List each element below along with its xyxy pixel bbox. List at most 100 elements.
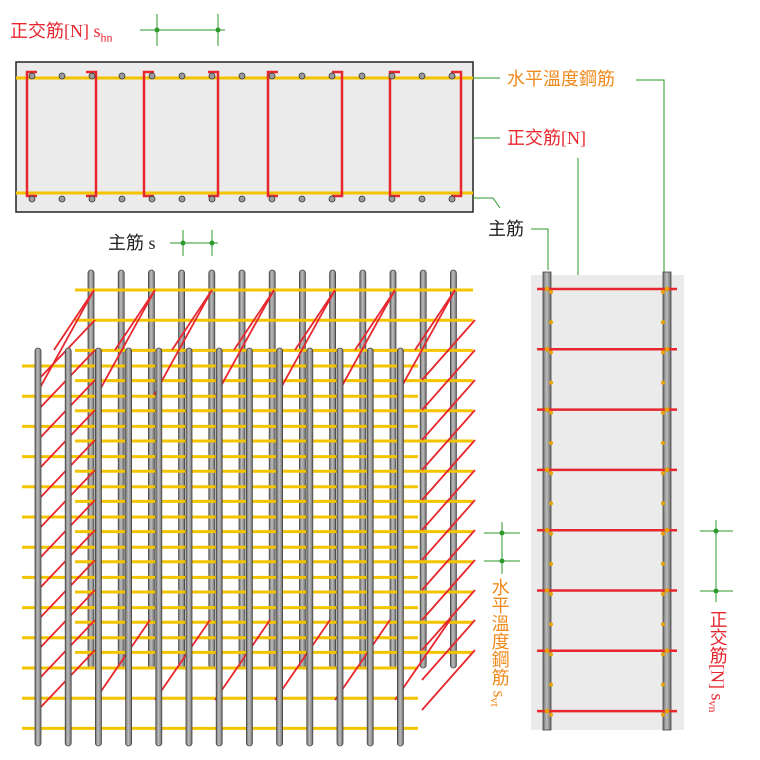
plan-dot-top [238, 72, 246, 80]
plan-hook-right [332, 70, 344, 198]
plan-dot-bottom [208, 195, 216, 203]
iso-ortho-diagonal [421, 559, 476, 621]
plan-dot-top [58, 72, 66, 80]
plan-dot-bottom [28, 195, 36, 203]
section-temp-dot [661, 622, 665, 627]
section-temp-dot [549, 682, 553, 687]
isometric-cage [22, 269, 476, 747]
section-ortho-end-dot [664, 708, 670, 714]
iso-ortho-diagonal [114, 289, 156, 351]
section-temp-dot [549, 561, 553, 566]
iso-ortho-diagonal [421, 319, 476, 381]
iso-ortho-diagonal [35, 289, 95, 396]
section-view [531, 271, 684, 731]
section-temp-dot [549, 441, 553, 445]
plan-dot-top [448, 72, 456, 80]
section-temp-dot [661, 501, 665, 506]
section-temp-dot [661, 561, 665, 566]
iso-front-bar [336, 347, 344, 747]
section-temp-dot [549, 471, 553, 476]
iso-front-bar [95, 347, 102, 747]
iso-ortho-diagonals [35, 289, 476, 711]
plan-dot-bottom [118, 195, 126, 203]
section-ortho-end-dot [664, 286, 670, 292]
shn-dimension [140, 14, 225, 46]
section-temp-dot [549, 652, 553, 657]
iso-ortho-diagonal [274, 619, 331, 701]
plan-dot-bottom [448, 195, 456, 203]
plan-dot-bottom [238, 195, 246, 203]
plan-dot-top [358, 72, 366, 80]
plan-dot-top [388, 72, 396, 80]
section-temp-dot [661, 531, 665, 536]
plan-dot-top [178, 72, 186, 80]
plan-hook-left [142, 70, 154, 198]
iso-back-bar [449, 269, 457, 669]
iso-front-main-bars [34, 347, 404, 747]
temp-spacing-vertical-label: 水平溫度鋼筋 svt [488, 578, 510, 707]
section-ortho-end-dot [544, 407, 550, 412]
iso-front-bar [215, 347, 223, 747]
iso-ortho-diagonal [171, 289, 213, 351]
plan-dot-bottom [328, 195, 336, 203]
ortho-spacing-h-label: 正交筋[N] shn [10, 21, 113, 45]
plan-dot-top [118, 72, 126, 80]
section-temp-dots [549, 290, 665, 717]
main-rebar-label: 主筋 [488, 219, 524, 239]
section-ortho-end-dot [544, 286, 550, 292]
plan-hook-right [451, 70, 463, 198]
iso-ortho-diagonal [276, 289, 336, 396]
section-ortho-end-dot [664, 527, 670, 533]
plan-dot-bottom [388, 195, 396, 203]
iso-ortho-diagonal [294, 289, 336, 351]
plan-dot-top [328, 72, 336, 80]
section-temp-dot [661, 652, 665, 657]
section-ortho-end-dot [664, 407, 670, 412]
plan-dot-bottom [298, 195, 306, 203]
plan-dot-bottom [178, 195, 186, 203]
plan-dot-top [418, 72, 426, 80]
iso-ortho-diagonal [334, 619, 391, 701]
iso-front-bar [306, 347, 314, 747]
iso-front-bar [64, 347, 72, 747]
plan-hook-left [388, 70, 400, 198]
section-temp-dot [661, 471, 665, 476]
section-ortho-end-dot [664, 648, 670, 654]
main-spacing-label: 主筋 s [108, 233, 156, 253]
section-ortho-end-dot [664, 588, 670, 593]
iso-front-bar [245, 347, 253, 747]
plan-dot-bottom [358, 195, 366, 203]
section-temp-dot [549, 350, 553, 355]
plan-main-bar-dots [28, 72, 456, 203]
plan-dot-bottom [268, 195, 276, 203]
plan-dot-bottom [418, 195, 426, 203]
section-ortho-end-dot [544, 467, 550, 473]
section-temp-dot [549, 410, 553, 415]
section-ortho-bars [537, 286, 677, 714]
iso-ortho-diagonal [421, 649, 476, 711]
ortho-rebar-label: 正交筋[N] [507, 128, 586, 148]
plan-leaders [473, 77, 665, 278]
plan-dot-top [208, 72, 216, 80]
iso-ortho-diagonal [421, 469, 476, 531]
iso-ortho-diagonal [154, 619, 211, 701]
iso-front-bar [125, 347, 132, 747]
svn-dimension [700, 520, 733, 602]
plan-dot-top [88, 72, 96, 80]
section-ortho-end-dot [664, 347, 670, 352]
section-temp-dot [549, 290, 553, 294]
section-temp-dot [661, 290, 665, 294]
section-ortho-end-dot [544, 347, 550, 352]
iso-front-bar [396, 347, 404, 747]
plan-dot-top [28, 72, 36, 80]
iso-ortho-diagonal [214, 619, 271, 701]
iso-ortho-diagonal [421, 349, 476, 411]
plan-dot-bottom [58, 195, 66, 203]
section-ortho-end-dot [544, 588, 550, 593]
section-ortho-end-dot [544, 708, 550, 714]
iso-front-bar [276, 347, 284, 747]
iso-ortho-diagonal [53, 289, 95, 351]
main-s-dimension [170, 230, 218, 256]
iso-ortho-diagonal [153, 289, 213, 396]
iso-ortho-diagonal [94, 619, 151, 701]
